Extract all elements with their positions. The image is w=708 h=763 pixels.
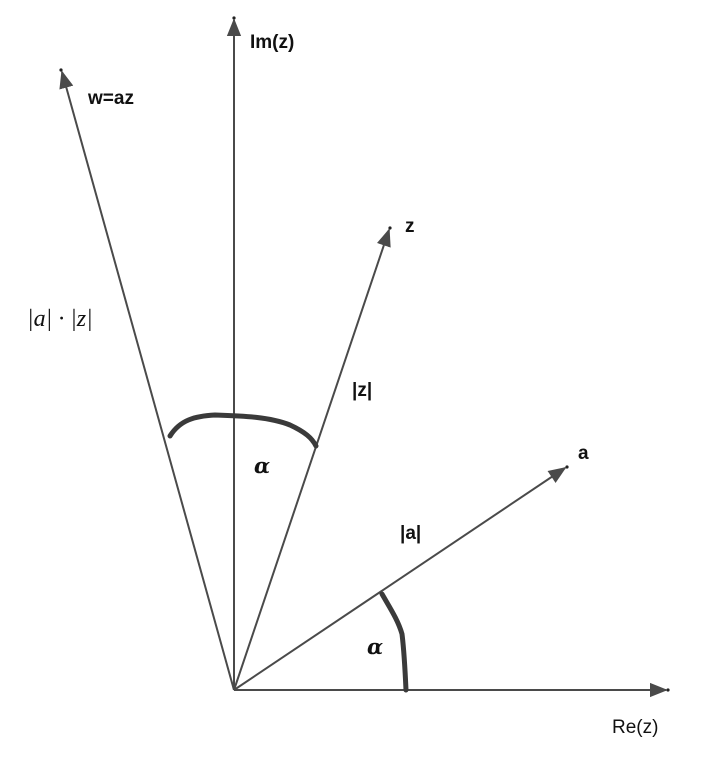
re-axis-label: Re(z) [612,717,659,738]
point-a [565,465,569,469]
angle-alpha-upper: α [254,453,271,478]
angle-arc-upper [167,412,319,449]
vector-a [233,466,567,691]
vector-w [59,70,235,691]
point-z [388,226,392,230]
angle-alpha-lower: α [367,634,384,659]
modulus-z-label: |z| [352,380,373,401]
vector-z [233,228,391,691]
modulus-product-label: |a| · |z| [27,306,93,332]
point-re [666,688,670,692]
modulus-a-label: |a| [400,523,422,544]
z-label: z [405,216,415,237]
angle-arc-lower [379,591,409,693]
im-axis-label: Im(z) [250,32,295,53]
point-w [59,68,63,72]
a-label: a [578,443,589,464]
point-im [232,16,236,20]
w-label: w=az [88,88,134,109]
